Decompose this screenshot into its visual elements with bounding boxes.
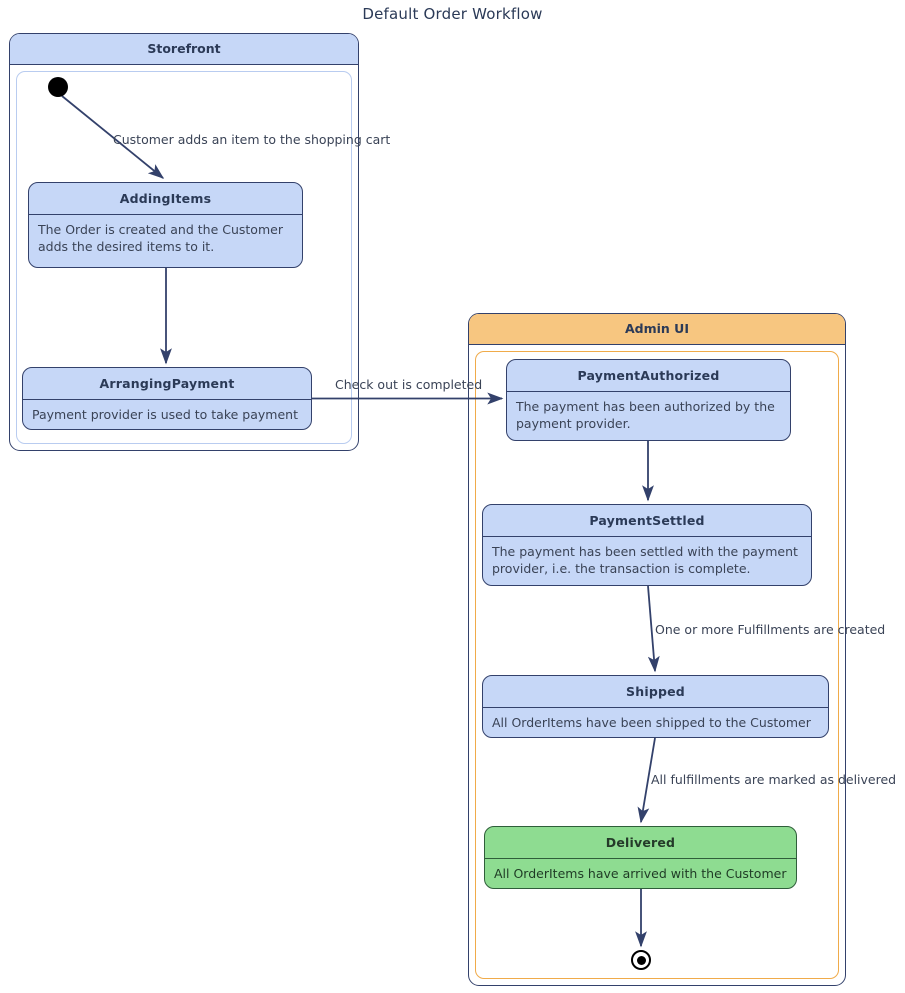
- state-delivered-description: All OrderItems have arrived with the Cus…: [494, 866, 787, 881]
- initial-state-node-icon: [48, 77, 68, 97]
- state-addingitems[interactable]: AddingItems The Order is created and the…: [28, 182, 303, 268]
- state-delivered[interactable]: Delivered All OrderItems have arrived wi…: [484, 826, 797, 889]
- state-arrangingpayment[interactable]: ArrangingPayment Payment provider is use…: [22, 367, 312, 430]
- state-arrangingpayment-description: Payment provider is used to take payment: [32, 407, 298, 422]
- composite-state-admin-ui-label: Admin UI: [469, 314, 845, 345]
- state-paymentsettled-title: PaymentSettled: [483, 505, 811, 537]
- diagram-title: Default Order Workflow: [362, 5, 543, 23]
- state-addingitems-description: The Order is created and the Customer ad…: [38, 222, 283, 254]
- transition-label-add-item: Customer adds an item to the shopping ca…: [113, 132, 391, 147]
- state-paymentauthorized-title: PaymentAuthorized: [507, 360, 790, 392]
- state-shipped-description: All OrderItems have been shipped to the …: [492, 715, 811, 730]
- transition-label-checkout: Check out is completed: [335, 377, 483, 392]
- transition-label-fulfillments: One or more Fulfillments are created: [655, 622, 886, 637]
- state-delivered-title: Delivered: [485, 827, 796, 859]
- state-arrangingpayment-title: ArrangingPayment: [23, 368, 311, 400]
- state-paymentauthorized[interactable]: PaymentAuthorized The payment has been a…: [506, 359, 791, 441]
- transition-label-delivered: All fulfillments are marked as delivered: [651, 772, 897, 787]
- state-shipped[interactable]: Shipped All OrderItems have been shipped…: [482, 675, 829, 738]
- state-paymentsettled[interactable]: PaymentSettled The payment has been sett…: [482, 504, 812, 586]
- state-paymentauthorized-description: The payment has been authorized by the p…: [516, 399, 775, 431]
- state-shipped-title: Shipped: [483, 676, 828, 708]
- composite-state-storefront-label: Storefront: [10, 34, 358, 65]
- state-paymentsettled-description: The payment has been settled with the pa…: [492, 544, 798, 576]
- state-addingitems-title: AddingItems: [29, 183, 302, 215]
- final-state-node-icon: [631, 950, 651, 970]
